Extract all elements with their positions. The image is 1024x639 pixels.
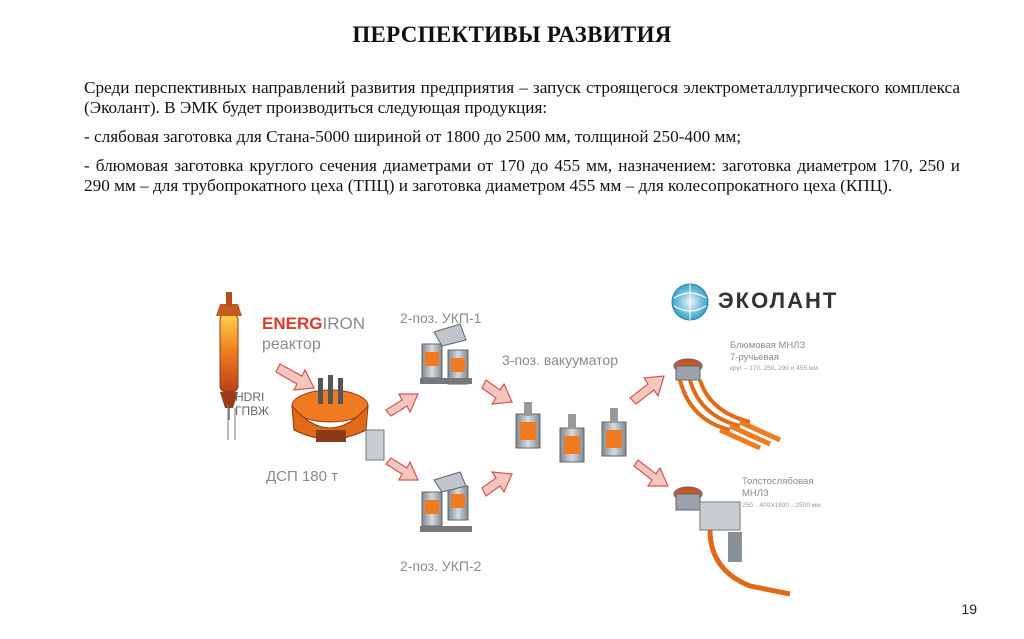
gpvzh-label: ГПВЖ: [235, 404, 269, 418]
ukp1-ladle-furnace-icon: [420, 324, 472, 384]
energ-text: ENERG: [262, 314, 322, 333]
paragraph-intro: Среди перспективных направлений развития…: [84, 78, 960, 118]
arrow-ukp1-to-vacuum: [482, 380, 512, 404]
bloom-caster-icon: [674, 359, 780, 448]
energiron-label: ENERGIRON: [262, 314, 365, 334]
vacuum-degasser-icon: [516, 402, 626, 462]
bloom-caster-title-1: Блюмовая МНЛЗ: [730, 340, 805, 352]
paragraph-bloom: - блюмовая заготовка круглого сечения ди…: [84, 156, 960, 196]
arrow-dsp-to-ukp1: [386, 394, 418, 416]
ukp2-ladle-furnace-icon: [420, 472, 472, 532]
slide-title: ПЕРСПЕКТИВЫ РАЗВИТИЯ: [0, 22, 1024, 48]
arrow-vacuum-to-bloom-caster: [630, 376, 664, 404]
vacuum-label: 3-поз. вакууматор: [502, 352, 618, 368]
hdri-label: HDRI: [235, 390, 264, 404]
reactor-label: реактор: [262, 336, 321, 354]
ukp2-label: 2-поз. УКП-2: [400, 558, 481, 574]
slab-caster-title-1: Толстослябовая: [742, 476, 814, 488]
bloom-caster-sizes: круг – 170, 250, 290 и 455 мм: [730, 365, 818, 372]
page-number: 19: [961, 601, 977, 617]
arrow-vacuum-to-slab-caster: [634, 460, 668, 486]
arrow-dsp-to-ukp2: [386, 458, 418, 480]
arrow-ukp2-to-vacuum: [482, 472, 512, 496]
paragraph-slab: - слябовая заготовка для Стана-5000 шири…: [84, 127, 960, 147]
ecolant-logo-text: ЭКОЛАНТ: [718, 288, 838, 314]
bloom-caster-title-2: 7-ручьевая: [730, 352, 779, 364]
iron-text: IRON: [322, 314, 365, 333]
ukp1-label: 2-поз. УКП-1: [400, 310, 481, 326]
arrow-reactor-to-dsp: [276, 364, 314, 390]
dsp-label: ДСП 180 т: [266, 468, 338, 485]
slab-caster-sizes: 250…400Х1800…2500 мм: [742, 502, 821, 509]
ecolant-logo-icon: [672, 284, 708, 320]
slide-body: Среди перспективных направлений развития…: [84, 78, 960, 205]
process-diagram: ЭКОЛАНТ ENERGIRON реактор HDRI ГПВЖ ДСП …: [190, 280, 910, 610]
slab-caster-title-2: МНЛЗ: [742, 488, 769, 500]
